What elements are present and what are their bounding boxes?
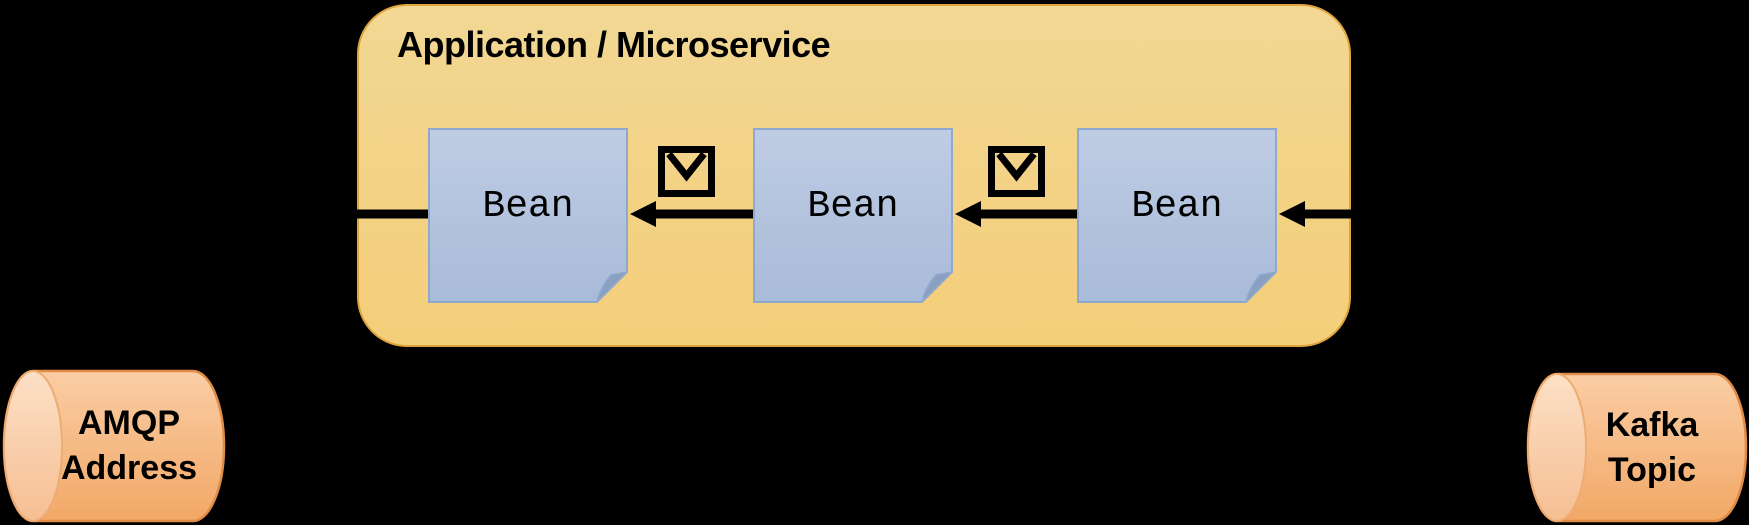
amqp-address-cylinder: AMQP Address	[2, 369, 226, 523]
amqp-endpoint-label-line1: AMQP	[78, 404, 180, 442]
amqp-endpoint-label: AMQP Address	[2, 369, 226, 523]
folded-corner	[921, 271, 953, 303]
cylinder-shape	[1526, 372, 1748, 523]
bean-note-shape	[753, 128, 953, 303]
cylinder-cap	[3, 370, 63, 522]
bean-node-2: Bean	[753, 128, 953, 303]
bean-label: Bean	[807, 185, 899, 228]
envelope-icon	[658, 146, 715, 197]
bean-note-shape	[1077, 128, 1277, 303]
application-box-title: Application / Microservice	[397, 24, 831, 65]
bean-node-1: Bean	[428, 128, 628, 303]
kafka-endpoint-label-line2: Topic	[1607, 450, 1697, 489]
kafka-topic-cylinder: Kafka Topic	[1526, 372, 1748, 523]
bean-label: Bean	[482, 185, 574, 228]
envelope-icon	[988, 146, 1045, 197]
kafka-endpoint-label-line1: Kafka	[1605, 405, 1699, 444]
cylinder-cap	[1527, 373, 1587, 522]
bean-note-shape	[428, 128, 628, 303]
kafka-endpoint-label: Kafka Topic	[1526, 372, 1748, 523]
amqp-endpoint-label-line2: Address	[60, 449, 198, 487]
bean-node-3: Bean	[1077, 128, 1277, 303]
cylinder-shape	[2, 369, 226, 523]
folded-corner	[596, 271, 628, 303]
folded-corner	[1245, 271, 1277, 303]
bean-label: Bean	[1131, 185, 1223, 228]
